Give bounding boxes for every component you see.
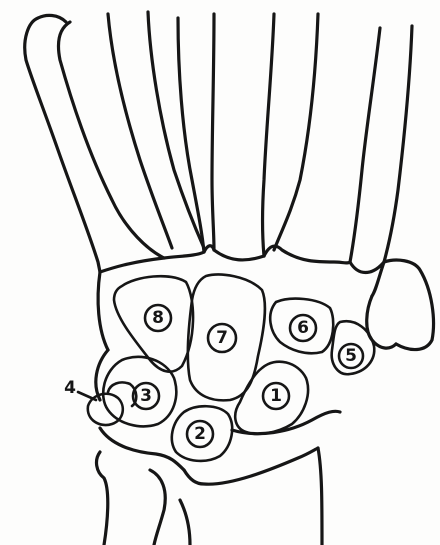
label-5: 5 xyxy=(345,346,357,366)
label-4-pointer xyxy=(78,392,96,400)
label-1: 1 xyxy=(270,386,282,406)
metacarpals xyxy=(25,12,412,273)
ring-metacarpal xyxy=(263,14,319,256)
thumb-tip xyxy=(38,15,66,22)
label-3: 3 xyxy=(140,386,152,406)
middle-metacarpal xyxy=(178,14,214,252)
little-metacarpal xyxy=(350,26,412,262)
label-2: 2 xyxy=(194,424,206,444)
label-6: 6 xyxy=(297,318,309,338)
label-4: 4 xyxy=(64,378,76,398)
forearm-bones xyxy=(96,350,340,545)
thumb-metacarpal xyxy=(25,18,164,272)
label-7: 7 xyxy=(216,328,228,348)
index-metacarpal xyxy=(108,12,204,248)
label-8: 8 xyxy=(152,308,164,328)
